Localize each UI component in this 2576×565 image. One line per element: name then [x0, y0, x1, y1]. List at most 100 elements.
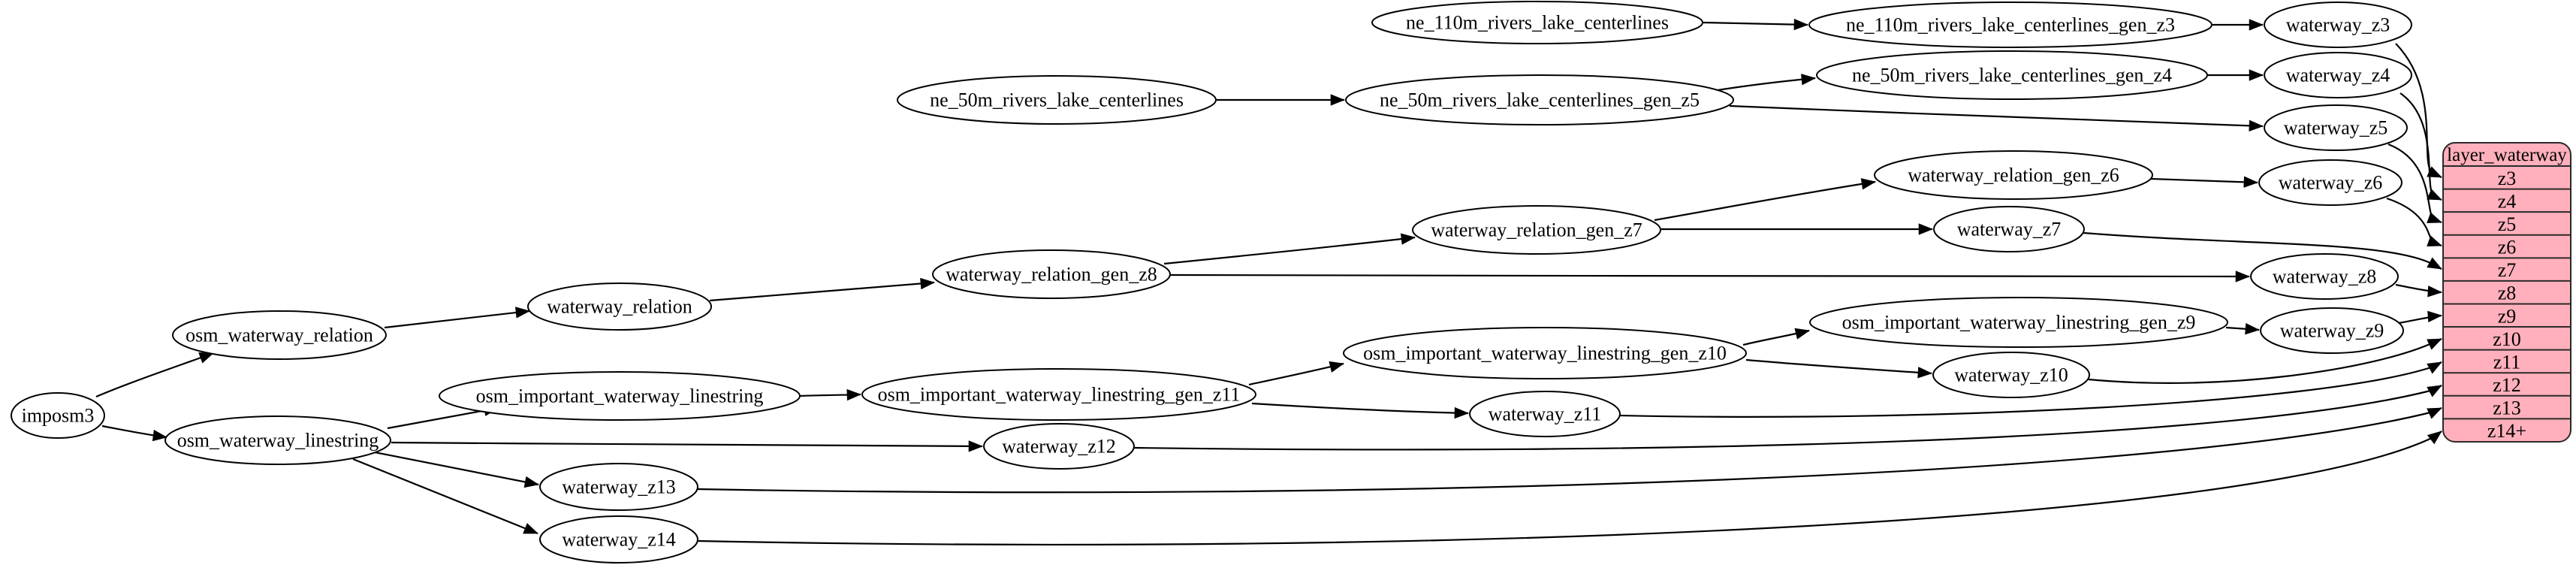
- node-waterway_z7: waterway_z7: [1933, 206, 2085, 252]
- edge-osm_important_waterway_linestring_gen_z10-to-osm_important_waterway_linestring_gen_z9: [1742, 328, 1810, 346]
- node-label-ne_110m_rivers_lake_centerlines: ne_110m_rivers_lake_centerlines: [1406, 12, 1669, 34]
- edge-waterway_z11-to-layer_waterway-z11: [1619, 361, 2442, 418]
- node-label-waterway_relation: waterway_relation: [547, 296, 692, 318]
- node-label-waterway_z14: waterway_z14: [562, 529, 676, 551]
- node-ellipse-waterway_z9: [2260, 307, 2404, 354]
- node-ellipse-ne_50m_rivers_lake_centerlines_gen_z4: [1816, 50, 2208, 100]
- node-label-waterway_z10: waterway_z10: [1954, 364, 2068, 386]
- edge-waterway_z12-to-layer_waterway-z12: [1133, 385, 2442, 451]
- edge-waterway_relation_gen_z8-to-waterway_z8: [1169, 270, 2250, 282]
- node-ellipse-waterway_z3: [2264, 2, 2412, 48]
- table-row-z14+: z14+: [2487, 420, 2526, 442]
- node-ellipse-waterway_z11: [1469, 391, 1621, 437]
- node-label-waterway_relation_gen_z8: waterway_relation_gen_z8: [946, 264, 1157, 286]
- node-label-osm_important_waterway_linestring_gen_z9: osm_important_waterway_linestring_gen_z9: [1842, 312, 2196, 334]
- node-label-waterway_z5: waterway_z5: [2284, 117, 2388, 139]
- node-osm_important_waterway_linestring: osm_important_waterway_linestring: [439, 371, 801, 421]
- node-ellipse-osm_important_waterway_linestring_gen_z10: [1343, 327, 1747, 379]
- table-background: [2442, 142, 2571, 443]
- node-ellipse-ne_50m_rivers_lake_centerlines: [897, 75, 1217, 125]
- node-ne_110m_rivers_lake_centerlines: ne_110m_rivers_lake_centerlines: [1371, 1, 1703, 44]
- node-waterway_z9: waterway_z9: [2260, 307, 2404, 354]
- edge-imposm3-to-osm_waterway_linestring: [101, 425, 167, 442]
- edge-waterway_relation-to-waterway_relation_gen_z8: [709, 277, 935, 302]
- node-ellipse-ne_50m_rivers_lake_centerlines_gen_z5: [1345, 74, 1734, 125]
- table-row-z13: z13: [2493, 397, 2521, 419]
- node-ne_50m_rivers_lake_centerlines: ne_50m_rivers_lake_centerlines: [897, 75, 1217, 125]
- node-label-ne_50m_rivers_lake_centerlines_gen_z4: ne_50m_rivers_lake_centerlines_gen_z4: [1852, 65, 2172, 86]
- node-label-ne_110m_rivers_lake_centerlines_gen_z3: ne_110m_rivers_lake_centerlines_gen_z3: [1846, 14, 2175, 36]
- table-row-z11: z11: [2493, 351, 2521, 373]
- node-osm_waterway_linestring: osm_waterway_linestring: [164, 415, 391, 465]
- node-osm_important_waterway_linestring_gen_z9: osm_important_waterway_linestring_gen_z9: [1809, 297, 2228, 348]
- node-label-osm_waterway_linestring: osm_waterway_linestring: [177, 430, 379, 452]
- node-ne_50m_rivers_lake_centerlines_gen_z4: ne_50m_rivers_lake_centerlines_gen_z4: [1816, 50, 2208, 100]
- table-title: layer_waterway: [2447, 145, 2567, 165]
- node-label-waterway_z3: waterway_z3: [2286, 14, 2390, 36]
- edge-ne_50m_rivers_lake_centerlines_gen_z5-to-ne_50m_rivers_lake_centerlines_gen_z4: [1717, 74, 1816, 92]
- edge-waterway_z8-to-layer_waterway-z8: [2395, 283, 2442, 298]
- edge-osm_important_waterway_linestring_gen_z11-to-waterway_z11: [1251, 402, 1469, 419]
- edge-imposm3-to-osm_waterway_relation: [95, 352, 214, 398]
- edge-waterway_z6-to-layer_waterway-z6: [2386, 197, 2442, 247]
- node-ne_50m_rivers_lake_centerlines_gen_z5: ne_50m_rivers_lake_centerlines_gen_z5: [1345, 74, 1734, 125]
- node-label-osm_waterway_relation: osm_waterway_relation: [186, 325, 373, 346]
- table-row-z8: z8: [2498, 282, 2517, 304]
- node-ellipse-waterway_relation_gen_z7: [1412, 205, 1661, 255]
- table-row-z5: z5: [2498, 213, 2517, 235]
- node-waterway_z14: waterway_z14: [539, 515, 698, 563]
- node-osm_waterway_relation: osm_waterway_relation: [172, 310, 387, 360]
- node-imposm3: imposm3: [11, 392, 105, 439]
- node-label-ne_50m_rivers_lake_centerlines_gen_z5: ne_50m_rivers_lake_centerlines_gen_z5: [1380, 89, 1700, 111]
- node-label-waterway_relation_gen_z7: waterway_relation_gen_z7: [1431, 219, 1642, 241]
- table-row-z10: z10: [2493, 328, 2521, 350]
- node-label-waterway_z9: waterway_z9: [2280, 320, 2384, 342]
- node-label-osm_important_waterway_linestring: osm_important_waterway_linestring: [476, 385, 764, 407]
- node-ellipse-waterway_z5: [2264, 104, 2408, 151]
- edges-layer: [95, 18, 2442, 546]
- edge-osm_waterway_linestring-to-waterway_z12: [391, 440, 983, 452]
- node-ellipse-waterway_z13: [539, 463, 698, 511]
- node-ellipse-osm_waterway_relation: [172, 310, 387, 360]
- node-ellipse-waterway_z10: [1932, 352, 2090, 398]
- edge-waterway_z9-to-layer_waterway-z9: [2398, 310, 2442, 325]
- edge-waterway_z7-to-layer_waterway-z7: [2083, 231, 2442, 270]
- node-ellipse-imposm3: [11, 392, 105, 439]
- node-ellipse-waterway_relation_gen_z8: [932, 249, 1171, 299]
- node-ellipse-waterway_z8: [2250, 253, 2399, 300]
- table-row-z12: z12: [2493, 374, 2521, 396]
- edge-waterway_z4-to-layer_waterway-z4: [2400, 92, 2442, 201]
- edge-osm_important_waterway_linestring_gen_z11-to-osm_important_waterway_linestring_gen_z10: [1248, 361, 1344, 386]
- table-layer_waterway: layer_waterwayz3z4z5z6z7z8z9z10z11z12z13…: [2442, 142, 2571, 443]
- edge-waterway_relation_gen_z6-to-waterway_z6: [2150, 176, 2258, 188]
- node-waterway_z12: waterway_z12: [983, 423, 1135, 470]
- edge-waterway_z14-to-layer_waterway-z14+: [697, 431, 2442, 546]
- node-label-waterway_relation_gen_z6: waterway_relation_gen_z6: [1908, 165, 2119, 186]
- node-label-waterway_z12: waterway_z12: [1002, 436, 1116, 458]
- node-waterway_z5: waterway_z5: [2264, 104, 2408, 151]
- node-waterway_relation: waterway_relation: [527, 282, 712, 331]
- edge-waterway_relation_gen_z8-to-waterway_relation_gen_z7: [1163, 233, 1416, 265]
- node-ellipse-waterway_relation: [527, 282, 712, 331]
- edge-waterway_z13-to-layer_waterway-z13: [697, 406, 2442, 494]
- edge-osm_important_waterway_linestring_gen_z10-to-waterway_z10: [1745, 358, 1932, 379]
- node-label-imposm3: imposm3: [22, 405, 95, 427]
- node-label-waterway_z13: waterway_z13: [562, 476, 676, 498]
- table-row-z6: z6: [2498, 237, 2517, 258]
- edge-osm_waterway_relation-to-waterway_relation: [384, 307, 530, 329]
- node-ellipse-waterway_z12: [983, 423, 1135, 470]
- node-ellipse-ne_110m_rivers_lake_centerlines: [1371, 1, 1703, 44]
- table-row-z4: z4: [2498, 190, 2517, 212]
- edge-waterway_relation_gen_z7-to-waterway_relation_gen_z6: [1654, 178, 1876, 222]
- node-waterway_relation_gen_z8: waterway_relation_gen_z8: [932, 249, 1171, 299]
- table-layer: layer_waterwayz3z4z5z6z7z8z9z10z11z12z13…: [2442, 142, 2571, 443]
- node-waterway_z6: waterway_z6: [2258, 159, 2403, 206]
- node-label-waterway_z4: waterway_z4: [2286, 65, 2390, 86]
- node-ellipse-waterway_z6: [2258, 159, 2403, 206]
- node-ellipse-waterway_z4: [2264, 52, 2412, 98]
- edge-osm_important_waterway_linestring_gen_z9-to-waterway_z9: [2225, 323, 2260, 335]
- node-osm_important_waterway_linestring_gen_z11: osm_important_waterway_linestring_gen_z1…: [861, 368, 1256, 421]
- node-ellipse-osm_important_waterway_linestring_gen_z9: [1809, 297, 2228, 348]
